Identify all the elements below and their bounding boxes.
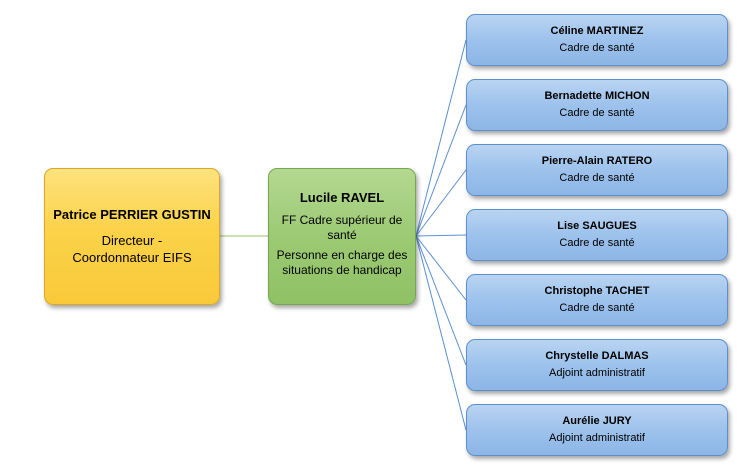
connector-manager-staff <box>415 169 467 237</box>
staff-box: Bernadette MICHON Cadre de santé <box>466 79 728 131</box>
staff-role: Adjoint administratif <box>549 367 645 379</box>
connector-manager-staff <box>415 235 467 366</box>
connector-manager-staff <box>415 234 467 237</box>
manager-name: Lucile RAVEL <box>299 190 385 205</box>
staff-box: Aurélie JURY Adjoint administratif <box>466 404 728 456</box>
manager-role2-line1: Personne en charge des <box>276 248 408 262</box>
staff-box: Pierre-Alain RATERO Cadre de santé <box>466 144 728 196</box>
director-role-line2: Coordonnateur EIFS <box>72 250 192 265</box>
staff-role: Adjoint administratif <box>549 432 645 444</box>
connector-manager-staff <box>415 104 467 237</box>
director-role: Directeur - Coordonnateur EIFS <box>72 232 191 266</box>
connector-manager-staff <box>415 235 467 431</box>
staff-role: Cadre de santé <box>559 237 635 249</box>
staff-role: Cadre de santé <box>559 107 635 119</box>
staff-box: Christophe TACHET Cadre de santé <box>466 274 728 326</box>
staff-name: Aurélie JURY <box>562 415 632 427</box>
director-box: Patrice PERRIER GUSTIN Directeur - Coord… <box>44 168 220 305</box>
manager-role1-line1: FF Cadre supérieur de <box>281 213 403 227</box>
manager-role2-line2: situations de handicap <box>282 263 402 277</box>
staff-name: Bernadette MICHON <box>544 90 650 102</box>
manager-box: Lucile RAVEL FF Cadre supérieur de santé… <box>268 168 416 305</box>
director-role-line1: Directeur - <box>101 233 163 248</box>
staff-name: Pierre-Alain RATERO <box>541 155 653 167</box>
staff-role: Cadre de santé <box>559 302 635 314</box>
manager-role1-line2: santé <box>327 228 357 242</box>
director-name: Patrice PERRIER GUSTIN <box>53 207 211 222</box>
staff-box: Lise SAUGUES Cadre de santé <box>466 209 728 261</box>
staff-name: Chrystelle DALMAS <box>545 350 649 362</box>
staff-role: Cadre de santé <box>559 42 635 54</box>
manager-role-1: FF Cadre supérieur de santé <box>282 213 403 243</box>
staff-name: Céline MARTINEZ <box>550 25 644 37</box>
staff-box: Chrystelle DALMAS Adjoint administratif <box>466 339 728 391</box>
connector-manager-staff <box>415 39 467 237</box>
manager-role-2: Personne en charge des situations de han… <box>277 248 408 278</box>
staff-box: Céline MARTINEZ Cadre de santé <box>466 14 728 66</box>
staff-name: Lise SAUGUES <box>557 220 637 232</box>
staff-name: Christophe TACHET <box>544 285 650 297</box>
connector-manager-staff <box>415 235 467 301</box>
staff-role: Cadre de santé <box>559 172 635 184</box>
